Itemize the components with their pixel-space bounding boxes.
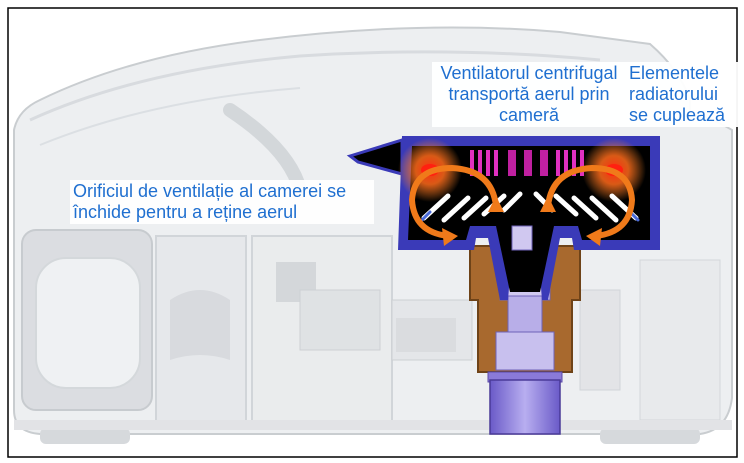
motor [489, 379, 561, 435]
rotor-blades [421, 191, 639, 223]
centrifugal-fan-callout: Ventilatorul centrifugal transportă aeru… [432, 62, 626, 127]
airflow-arrows [408, 164, 636, 239]
radiator-elements-callout: Elementele radiatorului se cuplează [626, 62, 744, 127]
rotor-chamber [346, 136, 660, 300]
instrument-body [13, 26, 733, 444]
radiator-fins [470, 150, 584, 176]
vent-opening-callout: Orificiul de ventilație al camerei se în… [70, 180, 374, 224]
